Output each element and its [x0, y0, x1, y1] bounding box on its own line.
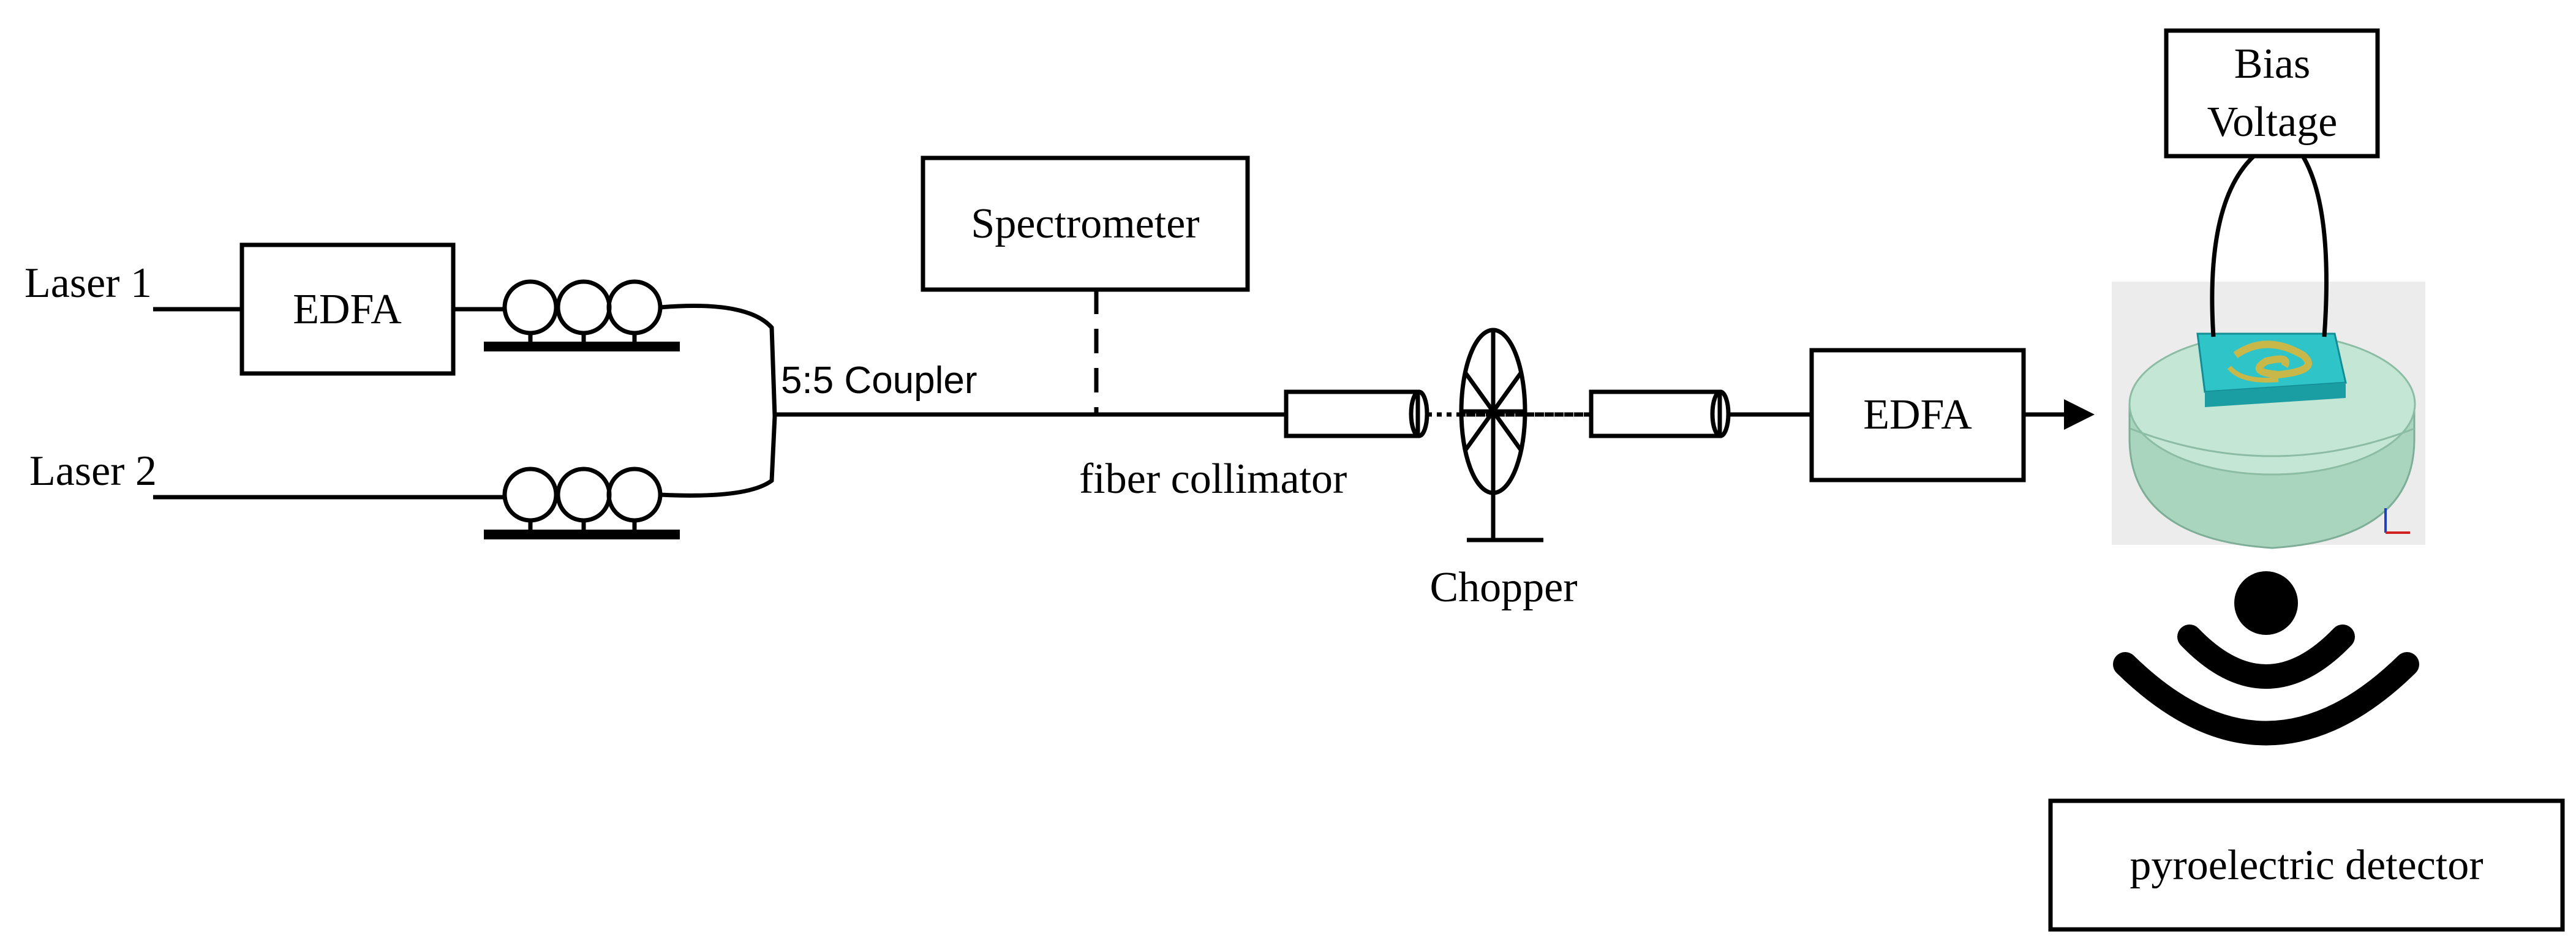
- laser1-label: Laser 1: [24, 260, 152, 307]
- edfa-output-box: [1809, 348, 2026, 482]
- signal-icon: [2113, 571, 2419, 746]
- spectrometer-box: [921, 156, 1250, 292]
- bias-wire-right: [2300, 155, 2329, 337]
- bias-voltage-label-line2: Voltage: [2207, 99, 2338, 146]
- coupler-label: 5:5 Coupler: [781, 359, 977, 402]
- laser2-label: Laser 2: [29, 448, 157, 495]
- fiber-collimator-label: fiber collimator: [1079, 456, 1347, 503]
- pyroelectric-detector-box: [2048, 798, 2565, 932]
- fiber-collimator-2: [1589, 389, 1731, 438]
- arrow-head: [2064, 399, 2095, 430]
- bias-voltage-label-line1: Bias: [2234, 40, 2310, 88]
- polarization-controller-1: [484, 279, 680, 351]
- polarization-controller-2: [484, 467, 680, 539]
- bias-wire-left: [2210, 154, 2256, 337]
- controller1-to-coupler-fiber: [660, 303, 777, 417]
- edfa-output-label: EDFA: [1863, 391, 1972, 438]
- spectrometer-label: Spectrometer: [971, 200, 1199, 247]
- bias-voltage-box: [2164, 28, 2380, 159]
- edfa-input-label: EDFA: [293, 286, 402, 333]
- controller2-to-coupler-fiber: [660, 416, 777, 498]
- detector-device-image: [2112, 282, 2425, 549]
- fiber-collimator-1: [1284, 389, 1429, 438]
- pyroelectric-detector-label: pyroelectric detector: [2130, 842, 2483, 889]
- chopper-label: Chopper: [1429, 564, 1577, 611]
- chopper: [1459, 328, 1543, 542]
